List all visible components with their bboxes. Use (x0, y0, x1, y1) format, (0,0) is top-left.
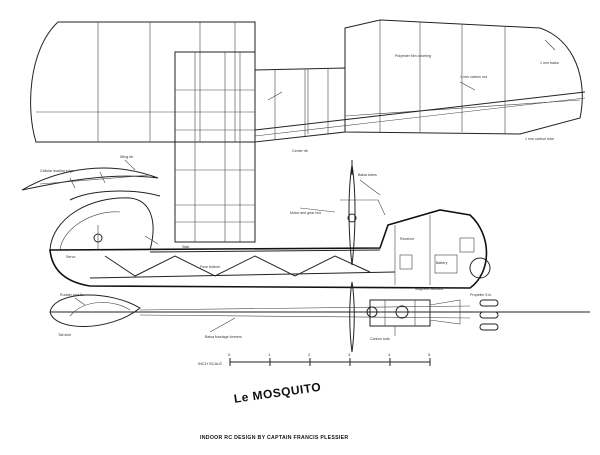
center-rib-label: Center rib (292, 149, 308, 153)
plan-note-1: Rudder and fin (60, 293, 84, 297)
airfoil-note-2: Wing rib (120, 155, 133, 159)
scale-tick: 0 (228, 352, 231, 357)
scale-tick: 5 (428, 352, 431, 357)
airfoil-note: Cellular leading edge (40, 169, 74, 173)
fuselage-note-3: Fuse bottom (200, 265, 220, 269)
airfoil-sections: Cellular leading edge Wing rib (21, 155, 161, 201)
plan-note-4: Propeller 5 in. (470, 293, 492, 297)
scale-tick: 4 (388, 352, 391, 357)
stabilizer-plan: Stab (174, 51, 256, 249)
inch-scale: INCH SCALE 0 1 2 3 4 5 (198, 352, 431, 366)
fuselage-note-5: Battery (436, 261, 448, 265)
scale-label: INCH SCALE (198, 361, 222, 366)
scale-tick: 1 (268, 352, 271, 357)
scale-tick: 2 (308, 352, 311, 357)
fuselage-note-4: Receiver (400, 237, 415, 241)
plan-note-3: Magnetic actuator (415, 287, 444, 291)
plan-note-2: Tail skid (58, 333, 71, 337)
wing-note-label: Polyester film covering (395, 54, 431, 58)
plan-note-6: Carbon rods (370, 337, 390, 341)
wing-spar-label: 1 mm carbon rod (460, 75, 487, 79)
fuselage-note-6: Servo (66, 255, 75, 259)
plan-note-5: Balsa fuselage formers (205, 335, 242, 339)
fuselage-note-2: Balsa tubes (358, 173, 377, 177)
fuselage-side-view: Motor and gear box Balsa tubes Fuse bott… (49, 160, 491, 289)
wing-le-label: 1 mm carbon tube (525, 137, 554, 141)
wing-tip-label: 1 mm balsa (540, 61, 559, 65)
fuselage-note-1: Motor and gear box (290, 211, 321, 215)
designer-credit: INDOOR RC DESIGN BY CAPTAIN FRANCIS PLES… (200, 435, 349, 441)
wing-plan-view: Polyester film covering 1 mm balsa 1 mm … (30, 19, 586, 153)
stab-label: Stab (182, 245, 189, 249)
fuselage-plan-view: Rudder and fin Tail skid Magnetic actuat… (49, 281, 590, 353)
scale-tick: 3 (348, 352, 351, 357)
